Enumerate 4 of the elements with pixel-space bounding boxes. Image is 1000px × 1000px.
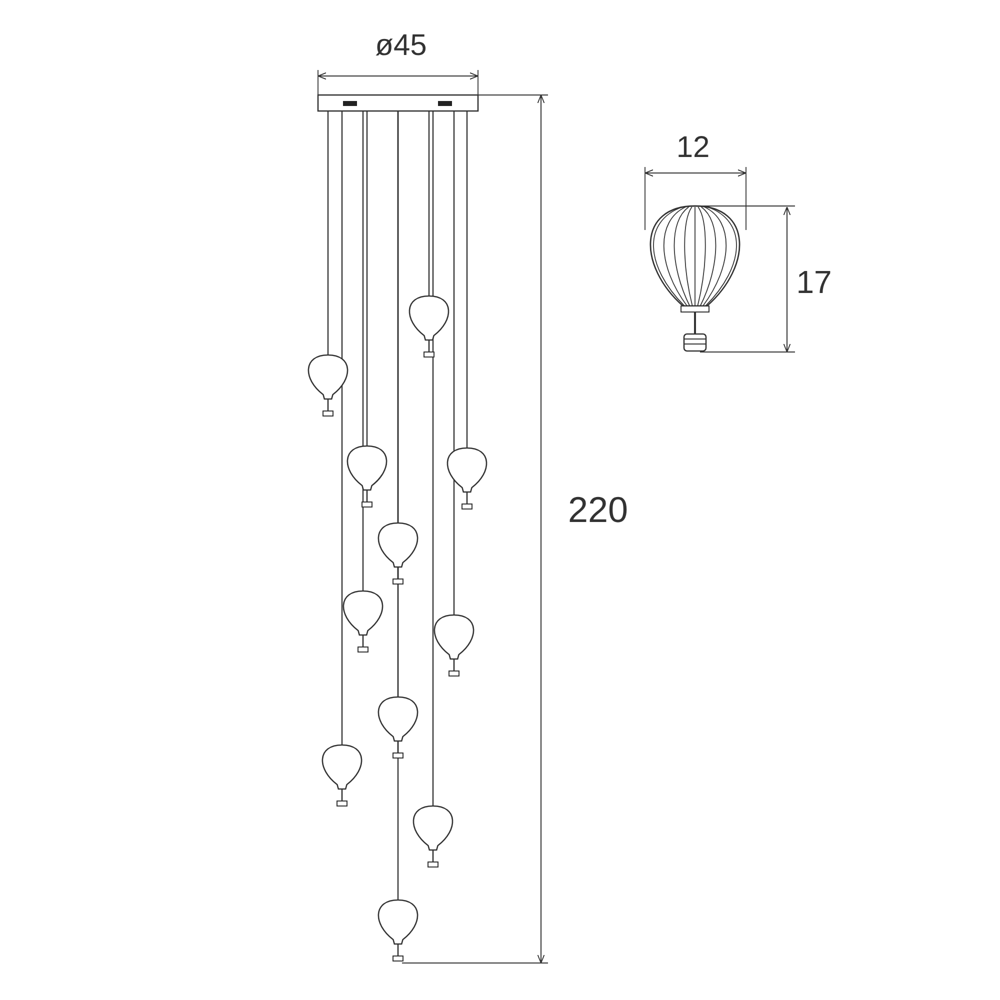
dimension-label: 12 xyxy=(676,133,710,163)
dimension-label: ø45 xyxy=(375,31,427,61)
dimension-label: 17 xyxy=(796,266,832,298)
dimension-label: 220 xyxy=(568,492,628,528)
